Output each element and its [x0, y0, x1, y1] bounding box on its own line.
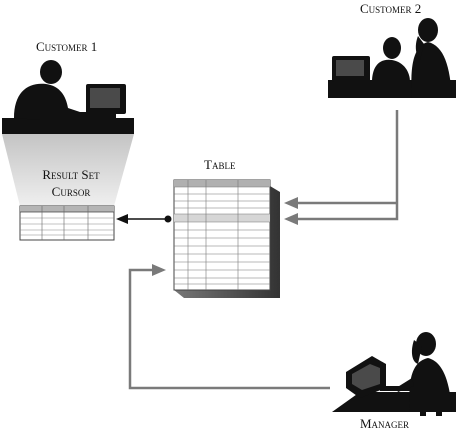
customer2-label: Customer 2 [360, 1, 422, 16]
result-set-cursor-label: Result Set Cursor [0, 166, 142, 200]
result-set-table [19, 205, 115, 241]
result-set-beam [2, 134, 134, 206]
customer1-icon [2, 60, 134, 134]
fetch-arrow [116, 214, 172, 224]
customer2-connector [284, 110, 399, 225]
manager-connector [128, 264, 330, 390]
manager-label: Manager [360, 416, 410, 430]
central-table [173, 179, 280, 298]
table-label: Table [204, 157, 236, 172]
manager-icon [332, 332, 456, 416]
customer2-icon [328, 18, 456, 98]
customer1-label: Customer 1 [36, 39, 98, 54]
result-set-label-line2: Cursor [51, 184, 91, 199]
result-set-label-line1: Result Set [42, 167, 100, 182]
